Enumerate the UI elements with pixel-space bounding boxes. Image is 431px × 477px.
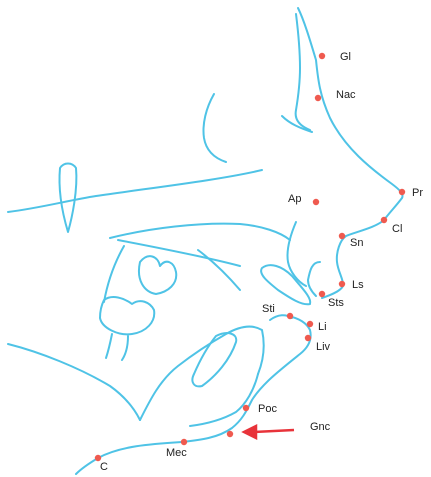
landmark-label-poc: Poc <box>258 403 277 415</box>
landmark-label-gnc: Gnc <box>310 421 331 433</box>
landmark-cl: Cl <box>381 217 403 235</box>
upper-lip-contour <box>308 262 320 296</box>
pterygomaxillary-fissure <box>59 164 76 233</box>
symphysis-outline <box>190 374 258 426</box>
cranial-base-line <box>8 170 262 212</box>
landmark-gl: Gl <box>319 51 351 63</box>
landmark-label-sn: Sn <box>350 237 363 249</box>
lower-molar <box>100 297 154 334</box>
landmark-point-sti <box>287 313 293 319</box>
maxilla-outline <box>118 240 240 266</box>
landmark-point-liv <box>305 335 311 341</box>
landmark-label-ap: Ap <box>288 193 301 205</box>
landmark-label-cl: Cl <box>392 223 402 235</box>
landmark-point-sn <box>339 233 345 239</box>
landmark-label-sts: Sts <box>328 297 344 309</box>
landmark-label-pr: Pr <box>412 187 423 199</box>
molar-root <box>106 334 112 358</box>
landmark-point-ls <box>339 281 345 287</box>
landmark-gnc: Gnc <box>227 421 331 437</box>
landmark-label-gl: Gl <box>340 51 351 63</box>
landmark-point-poc <box>243 405 249 411</box>
landmark-point-gnc <box>227 431 233 437</box>
landmark-ap: Ap <box>288 193 319 205</box>
landmark-point-nac <box>315 95 321 101</box>
landmark-c: C <box>95 455 108 473</box>
molar-root-2 <box>122 336 128 360</box>
landmark-point-sts <box>319 291 325 297</box>
landmark-point-mec <box>181 439 187 445</box>
palatal-line <box>110 224 290 240</box>
landmark-label-mec: Mec <box>166 447 187 459</box>
upper-molar <box>139 256 176 294</box>
landmark-label-c: C <box>100 461 108 473</box>
landmark-label-sti: Sti <box>262 303 275 315</box>
landmark-label-ls: Ls <box>352 279 364 291</box>
upper-incisor <box>287 222 306 286</box>
landmark-layer: GlNacPrCl ApSnLsStsStiLiLivPocGncMecC <box>95 51 424 473</box>
landmark-point-gl <box>319 53 325 59</box>
ramus-line <box>104 246 124 302</box>
orbit-outline <box>203 94 226 162</box>
mandibular-border <box>8 344 140 420</box>
landmark-point-ap <box>313 199 319 205</box>
landmark-label-liv: Liv <box>316 341 331 353</box>
condyle-line <box>198 250 240 290</box>
landmark-point-pr <box>399 189 405 195</box>
landmark-label-nac: Nac <box>336 89 356 101</box>
tracing-lines <box>8 8 403 474</box>
landmark-point-cl <box>381 217 387 223</box>
landmark-poc: Poc <box>243 403 278 415</box>
landmark-point-li <box>307 321 313 327</box>
gnc-indicator-arrow <box>244 426 294 438</box>
landmark-label-li: Li <box>318 321 327 333</box>
